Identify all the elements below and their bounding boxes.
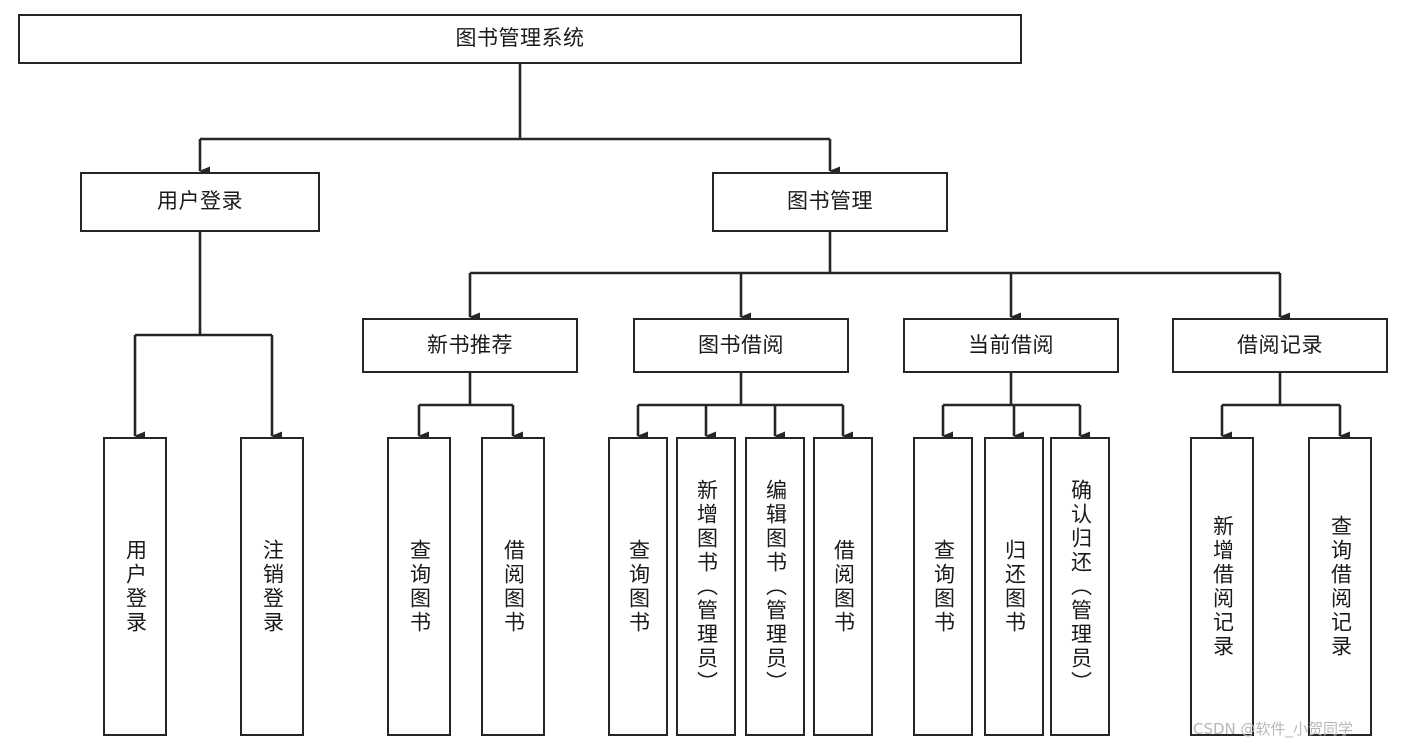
leaf-g3-1-label: 查询借阅记录 xyxy=(1328,514,1353,659)
leaf-g3-0[interactable]: 新增借阅记录 xyxy=(1190,437,1254,736)
level2-node-1[interactable]: 图书管理 xyxy=(712,172,948,232)
leaf-g3-1[interactable]: 查询借阅记录 xyxy=(1308,437,1372,736)
leaf-g1-1-label: 新增图书（管理员） xyxy=(694,478,719,695)
csdn-watermark: CSDN @软件_小贺同学 xyxy=(1193,720,1354,738)
leaf-g2-0-label: 查询图书 xyxy=(931,538,956,635)
level2-node-1-label: 图书管理 xyxy=(787,189,873,214)
level3-node-3-label: 借阅记录 xyxy=(1237,332,1323,357)
leaf-g2-1-label: 归还图书 xyxy=(1002,538,1027,635)
leaf-g1-2-label: 编辑图书（管理员） xyxy=(763,478,788,695)
level3-node-1-label: 图书借阅 xyxy=(698,332,784,357)
level3-node-2[interactable]: 当前借阅 xyxy=(903,318,1119,373)
leaf-g2-0[interactable]: 查询图书 xyxy=(913,437,973,736)
leaf-g0-0[interactable]: 查询图书 xyxy=(387,437,451,736)
leaf-g0-1[interactable]: 借阅图书 xyxy=(481,437,545,736)
level3-node-1[interactable]: 图书借阅 xyxy=(633,318,849,373)
leaf-g3-0-label: 新增借阅记录 xyxy=(1210,514,1235,659)
root-node-book-management-system-label: 图书管理系统 xyxy=(455,26,585,51)
level2-node-0[interactable]: 用户登录 xyxy=(80,172,320,232)
leaf-g1-0-label: 查询图书 xyxy=(626,538,651,635)
leaf-user-login-1[interactable]: 注销登录 xyxy=(240,437,304,736)
leaf-g2-1[interactable]: 归还图书 xyxy=(984,437,1044,736)
leaf-g1-3-label: 借阅图书 xyxy=(831,538,856,635)
leaf-g0-0-label: 查询图书 xyxy=(407,538,432,635)
leaf-user-login-1-label: 注销登录 xyxy=(260,538,285,635)
leaf-g1-2[interactable]: 编辑图书（管理员） xyxy=(745,437,805,736)
leaf-user-login-0-label: 用户登录 xyxy=(123,538,148,635)
level3-node-2-label: 当前借阅 xyxy=(968,332,1054,357)
leaf-g2-2-label: 确认归还（管理员） xyxy=(1068,478,1093,695)
leaf-g1-1[interactable]: 新增图书（管理员） xyxy=(676,437,736,736)
leaf-user-login-0[interactable]: 用户登录 xyxy=(103,437,167,736)
level3-node-0-label: 新书推荐 xyxy=(427,332,513,357)
level2-node-0-label: 用户登录 xyxy=(157,189,243,214)
leaf-g1-0[interactable]: 查询图书 xyxy=(608,437,668,736)
leaf-g0-1-label: 借阅图书 xyxy=(501,538,526,635)
level3-node-3[interactable]: 借阅记录 xyxy=(1172,318,1388,373)
leaf-g1-3[interactable]: 借阅图书 xyxy=(813,437,873,736)
level3-node-0[interactable]: 新书推荐 xyxy=(362,318,578,373)
root-node-book-management-system[interactable]: 图书管理系统 xyxy=(18,14,1022,64)
leaf-g2-2[interactable]: 确认归还（管理员） xyxy=(1050,437,1110,736)
